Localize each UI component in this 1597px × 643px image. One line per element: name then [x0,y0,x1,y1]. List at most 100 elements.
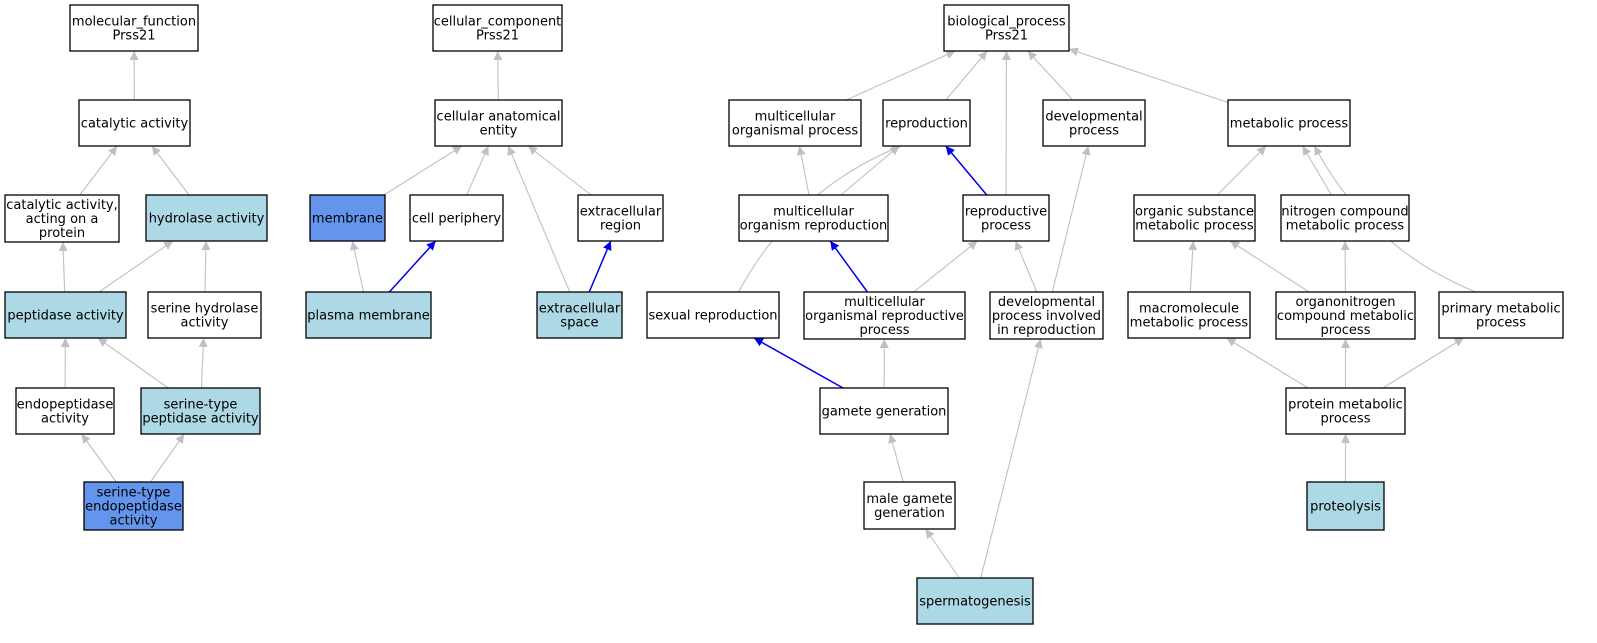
node-label-line: hydrolase activity [149,212,265,227]
node-label-line: generation [874,506,945,521]
node-box [1280,194,1410,242]
node-box [69,4,199,52]
node-proteolysis[interactable]: proteolysis [1306,481,1385,531]
edge-dev_repro-to-developmental [1051,145,1091,293]
node-label-line: extracellular [580,205,662,220]
node-label-line: catalytic activity [81,117,189,132]
node-box [145,194,268,242]
node-label-line: spermatogenesis [919,595,1031,610]
node-label-line: catalytic activity, [6,198,118,213]
node-label-line: process [860,323,910,338]
edge-nitrogen-to-metabolic [1302,145,1332,196]
node-hydrolase[interactable]: hydrolase activity [145,194,268,242]
node-label-line: multicellular [755,110,836,125]
node-box [728,99,862,147]
edge-serine_peptidase-to-peptidase [97,337,169,389]
node-label-line: entity [480,124,518,139]
node-box [1285,387,1406,435]
node-peptidase[interactable]: peptidase activity [4,291,127,339]
edge-cat_protein-to-catalytic [79,145,118,196]
node-label-line: organismal reproductive [805,309,964,324]
node-box [1127,291,1251,339]
node-label-line: process [1069,124,1119,139]
node-label-line: molecular_function [72,15,196,30]
node-sexual-repro[interactable]: sexual reproduction [646,291,780,339]
node-label-line: male gamete [866,492,952,507]
node-label-line: organism reproduction [740,219,888,234]
edge-repro_process-to-reproduction [945,145,988,196]
node-label-line: process [1321,323,1371,338]
node-label-line: process [981,219,1031,234]
node-label-line: serine-type [164,398,238,413]
node-label-line: organismal process [732,124,858,139]
node-box [140,387,261,435]
node-catalytic[interactable]: catalytic activity [78,99,191,147]
node-plasma-membrane[interactable]: plasma membrane [305,291,432,339]
node-box [1227,99,1351,147]
node-gamete[interactable]: gamete generation [819,387,949,435]
node-box [962,194,1050,242]
node-membrane[interactable]: membrane [309,194,386,242]
node-label-line: developmental [1045,110,1142,125]
node-label-line: in reproduction [997,323,1096,338]
node-spermatogenesis[interactable]: spermatogenesis [916,577,1034,625]
edge-plasma_membrane-to-membrane [349,240,365,293]
edges-layer [58,47,1476,579]
node-label-line: reproductive [965,205,1047,220]
node-box [4,291,127,339]
edge-spermatogenesis-to-male_gamete [925,528,960,579]
node-box [882,99,971,147]
node-cell-periphery[interactable]: cell periphery [409,194,504,242]
node-box [989,291,1104,340]
node-label-line: metabolic process [1230,117,1349,132]
edge-membrane-to-cae [383,145,463,196]
edge-plasma_membrane-to-cell_periphery [388,240,437,293]
node-label-line: serine hydrolase [151,302,259,317]
edge-organonitrogen-to-organic_sub [1229,240,1310,293]
edge-peptidase-to-cat_protein [58,241,68,293]
edge-organic_sub-to-metabolic [1216,145,1267,196]
node-label-line: Prss21 [476,29,519,44]
node-label-line: reproduction [885,117,968,132]
node-box [434,99,563,147]
node-label-line: metabolic process [1135,219,1254,234]
node-box [943,4,1070,52]
node-label-line: serine-type [97,486,171,501]
node-box [1438,291,1564,339]
edge-dev_repro-to-repro_process [1014,240,1038,293]
edge-cae-to-cc [493,50,503,101]
edge-extracellular_space-to-extracellular_region [588,240,612,293]
edge-serine_endopeptidase-to-endopeptidase [81,433,117,483]
node-metabolic[interactable]: metabolic process [1227,99,1351,147]
node-label-line: region [600,219,641,234]
node-label-line: developmental [998,295,1095,310]
node-box [309,194,386,242]
node-reproduction[interactable]: reproduction [882,99,971,147]
node-box [1275,291,1416,340]
